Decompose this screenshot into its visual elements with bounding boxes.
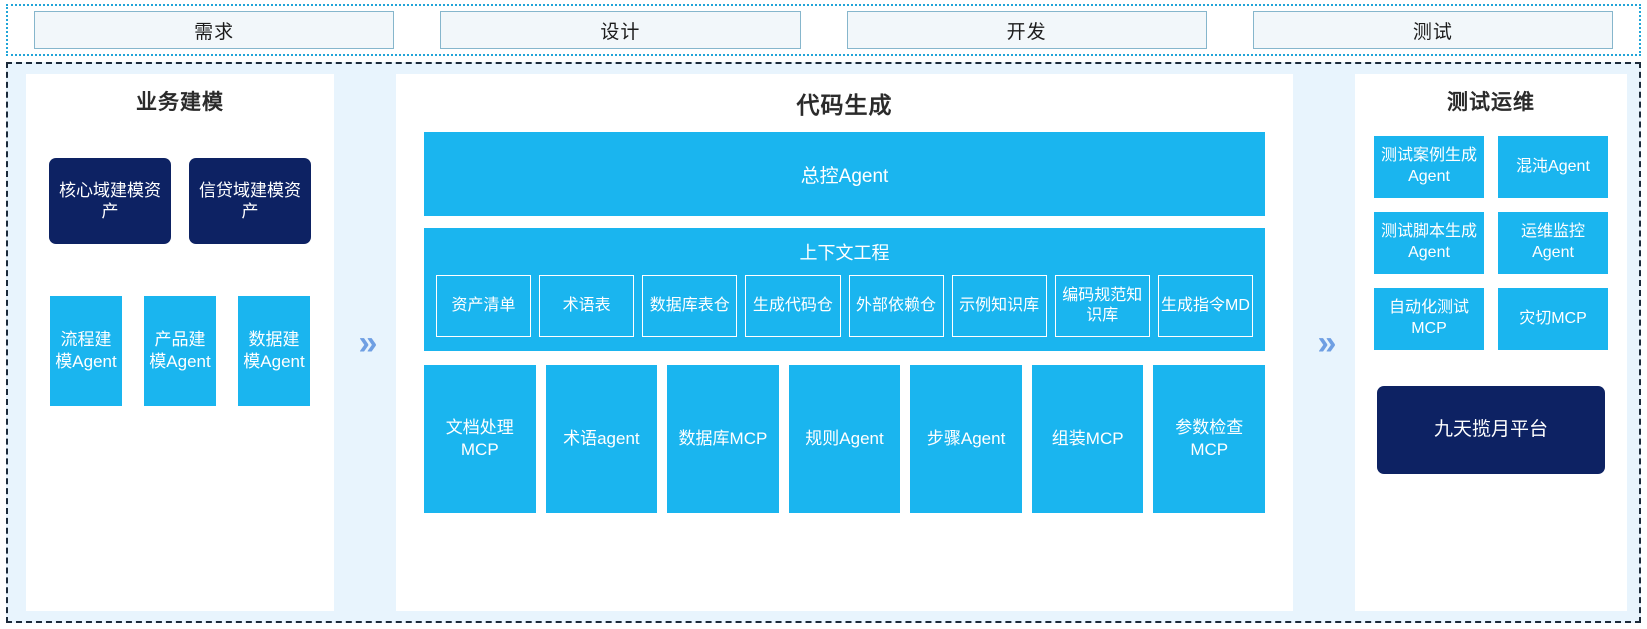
- context-item-db-table-repo[interactable]: 数据库表仓: [642, 275, 738, 337]
- platform-card-label: 九天揽月平台: [1433, 419, 1548, 441]
- context-item-asset-list[interactable]: 资产清单: [436, 275, 532, 337]
- chevron-glyph: »: [1317, 323, 1337, 362]
- stage-label: 测试: [1412, 21, 1453, 43]
- test-card-ops-monitoring-agent[interactable]: 运维监控Agent: [1498, 212, 1608, 274]
- asset-card-core-domain[interactable]: 核心域建模资产: [49, 158, 171, 244]
- business-agent-group: 流程建模Agent 产品建模Agent 数据建模Agent: [50, 296, 310, 406]
- context-engineering-block: 上下文工程 资产清单 术语表 数据库表仓 生成代码仓: [424, 228, 1265, 351]
- tool-card-label: 步骤Agent: [926, 428, 1006, 448]
- context-item-label: 资产清单: [451, 297, 516, 315]
- tool-card-row: 文档处理MCP 术语agent 数据库MCP 规则Agent 步骤Agent: [424, 365, 1266, 513]
- context-item-glossary[interactable]: 术语表: [539, 275, 635, 337]
- double-chevron-right-icon: »: [1293, 74, 1355, 611]
- master-control-agent-label: 总控Agent: [800, 165, 889, 187]
- test-card-label: 测试脚本生成Agent: [1380, 223, 1477, 261]
- agent-card-data-modeling[interactable]: 数据建模Agent: [238, 296, 310, 406]
- context-item-row: 资产清单 术语表 数据库表仓 生成代码仓 外部依赖仓: [436, 275, 1253, 337]
- platform-card-jiutian-lanyue[interactable]: 九天揽月平台: [1377, 386, 1605, 474]
- master-control-agent-banner[interactable]: 总控Agent: [424, 132, 1265, 216]
- panel-business-modeling: 业务建模 核心域建模资产 信贷域建模资产 流程建模Agent 产品建模Agent…: [26, 74, 334, 611]
- test-card-case-generation-agent[interactable]: 测试案例生成Agent: [1374, 136, 1484, 198]
- tool-card-rule-agent[interactable]: 规则Agent: [788, 365, 901, 513]
- tool-card-label: 参数检查MCP: [1175, 417, 1244, 459]
- tool-card-assembly-mcp[interactable]: 组装MCP: [1031, 365, 1144, 513]
- tool-card-parameter-check-mcp[interactable]: 参数检查MCP: [1153, 365, 1266, 513]
- test-card-script-generation-agent[interactable]: 测试脚本生成Agent: [1374, 212, 1484, 274]
- stage-strip: 需求 设计 开发 测试: [6, 4, 1641, 56]
- tool-card-label: 文档处理MCP: [445, 417, 514, 459]
- panel-title-business-modeling: 业务建模: [136, 91, 224, 114]
- tool-card-label: 规则Agent: [805, 428, 884, 448]
- test-card-label: 混沌Agent: [1516, 157, 1590, 175]
- tool-card-label: 组装MCP: [1051, 428, 1124, 448]
- panel-title-test-operations: 测试运维: [1447, 91, 1535, 114]
- context-item-example-knowledge-base[interactable]: 示例知识库: [951, 275, 1047, 337]
- chevron-glyph: »: [358, 323, 378, 362]
- context-item-external-dependency-repo[interactable]: 外部依赖仓: [848, 275, 944, 337]
- test-card-label: 自动化测试MCP: [1388, 299, 1469, 337]
- test-card-label: 灾切MCP: [1519, 309, 1587, 327]
- test-card-automation-test-mcp[interactable]: 自动化测试MCP: [1374, 288, 1484, 350]
- tool-card-database-mcp[interactable]: 数据库MCP: [667, 365, 779, 513]
- main-area: 业务建模 核心域建模资产 信贷域建模资产 流程建模Agent 产品建模Agent…: [6, 62, 1641, 623]
- asset-card-credit-domain[interactable]: 信贷域建模资产: [189, 158, 311, 244]
- context-item-label: 数据库表仓: [649, 297, 730, 315]
- stage-box-testing[interactable]: 测试: [1252, 11, 1613, 49]
- test-card-label: 运维监控Agent: [1520, 223, 1585, 261]
- stage-box-development[interactable]: 开发: [846, 11, 1207, 49]
- panel-title-code-generation: 代码生成: [796, 92, 893, 118]
- context-item-label: 生成指令MD: [1160, 297, 1250, 315]
- agent-card-product-modeling[interactable]: 产品建模Agent: [144, 296, 216, 406]
- agent-card-label: 产品建模Agent: [149, 329, 211, 371]
- double-chevron-right-icon: »: [334, 74, 396, 611]
- context-item-generation-instruction-md[interactable]: 生成指令MD: [1157, 275, 1253, 337]
- stage-box-requirements[interactable]: 需求: [34, 11, 395, 49]
- context-item-coding-standard-knowledge-base[interactable]: 编码规范知识库: [1054, 275, 1150, 337]
- tool-card-glossary-agent[interactable]: 术语agent: [545, 365, 658, 513]
- stage-label: 需求: [194, 21, 235, 43]
- test-card-disaster-switch-mcp[interactable]: 灾切MCP: [1498, 288, 1608, 350]
- context-item-label: 术语表: [562, 297, 611, 315]
- context-item-label: 编码规范知识库: [1062, 287, 1143, 324]
- asset-card-label: 核心域建模资产: [59, 180, 161, 221]
- test-ops-card-grid: 测试案例生成Agent 混沌Agent 测试脚本生成Agent 运维监控Agen…: [1374, 136, 1608, 350]
- test-card-chaos-agent[interactable]: 混沌Agent: [1498, 136, 1608, 198]
- code-generation-body: 总控Agent 上下文工程 资产清单 术语表 数据库表仓: [406, 132, 1283, 513]
- stage-label: 设计: [600, 21, 641, 43]
- panel-code-generation: 代码生成 总控Agent 上下文工程 资产清单 术语表: [396, 74, 1293, 611]
- context-engineering-title: 上下文工程: [799, 243, 890, 263]
- context-item-label: 示例知识库: [959, 297, 1040, 315]
- context-item-label: 外部依赖仓: [856, 297, 937, 315]
- context-item-label: 生成代码仓: [752, 297, 833, 315]
- tool-card-step-agent[interactable]: 步骤Agent: [910, 365, 1022, 513]
- tool-card-label: 术语agent: [563, 428, 640, 448]
- stage-label: 开发: [1006, 21, 1047, 43]
- tool-card-document-processing-mcp[interactable]: 文档处理MCP: [424, 365, 536, 513]
- test-card-label: 测试案例生成Agent: [1380, 147, 1477, 185]
- stage-box-design[interactable]: 设计: [440, 11, 801, 49]
- agent-card-process-modeling[interactable]: 流程建模Agent: [50, 296, 122, 406]
- asset-card-label: 信贷域建模资产: [199, 180, 301, 221]
- context-item-generated-code-repo[interactable]: 生成代码仓: [745, 275, 841, 337]
- panel-test-operations: 测试运维 测试案例生成Agent 混沌Agent 测试脚本生成Agent 运维监…: [1355, 74, 1627, 611]
- business-asset-group: 核心域建模资产 信贷域建模资产: [49, 158, 311, 244]
- agent-card-label: 流程建模Agent: [55, 329, 117, 371]
- tool-card-label: 数据库MCP: [678, 428, 768, 448]
- agent-card-label: 数据建模Agent: [243, 329, 305, 371]
